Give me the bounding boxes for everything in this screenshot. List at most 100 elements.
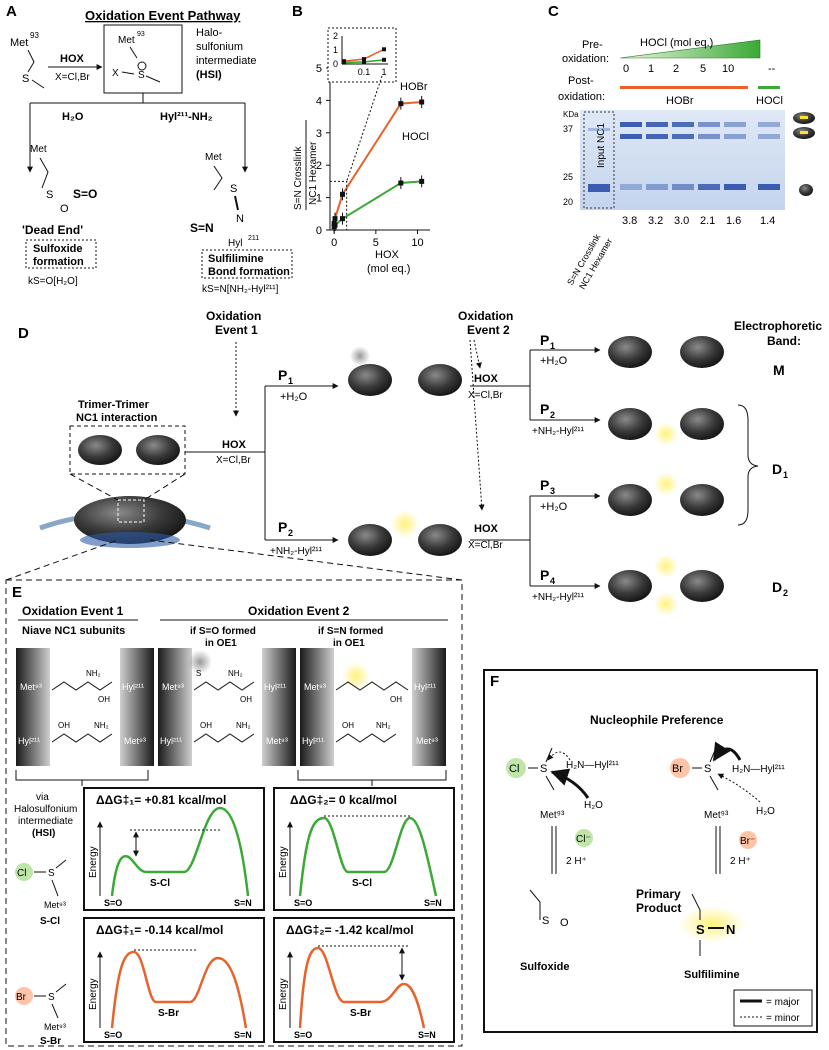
dg1-cl: ΔΔG‡₁= +0.81 kcal/mol bbox=[96, 793, 226, 807]
f-2h-cl: 2 H⁺ bbox=[566, 856, 587, 867]
f-bromine-icon bbox=[670, 758, 690, 778]
panel-e: E Oxidation Event 1 Oxidation Event 2 Ni… bbox=[5, 539, 463, 1047]
f-s-br: S bbox=[704, 763, 711, 775]
hox-label: HOX bbox=[60, 53, 85, 65]
f-sulfilimine-chain bbox=[691, 893, 701, 956]
oe1-label-1: Oxidation bbox=[206, 309, 261, 323]
intermediate-2-right-icon bbox=[418, 524, 462, 556]
c-band-monomer-3 bbox=[698, 184, 720, 190]
subunit-icon-right bbox=[136, 435, 180, 465]
hsi-abbr: (HSI) bbox=[196, 69, 222, 81]
sulfoxide-box-line1: Sulfoxide bbox=[33, 243, 83, 255]
b-xtick-label-2: 10 bbox=[411, 237, 423, 249]
panel-f-box bbox=[483, 669, 818, 1033]
p1b-h2o: +H₂O bbox=[540, 355, 568, 367]
panel-letter-f: F bbox=[490, 673, 499, 690]
d-x-3: X=Cl,Br bbox=[468, 540, 503, 551]
b-ytick-label-2: 2 bbox=[316, 160, 322, 172]
band-m: M bbox=[773, 362, 785, 378]
c-gel-bands bbox=[588, 122, 780, 192]
e-sbr-met: Met⁹³ bbox=[44, 1022, 66, 1032]
p3-label: P bbox=[540, 477, 549, 493]
b-xlabel-1: HOX bbox=[375, 249, 400, 261]
e-met-4: Met⁹³ bbox=[266, 736, 288, 746]
p2-nh2hyl: +NH₂-Hyl²¹¹ bbox=[270, 546, 323, 557]
b-xlabel-2: (mol eq.) bbox=[367, 263, 410, 275]
b-xtick-label-0: 0 bbox=[331, 237, 337, 249]
e-so-4: S=O bbox=[294, 1030, 312, 1040]
hsi-bonds bbox=[121, 71, 161, 83]
p1-sub: 1 bbox=[288, 376, 293, 386]
panel-f: F Nucleophile Preference Cl S H₂N—Hyl²¹¹… bbox=[483, 669, 818, 1033]
panel-letter-a: A bbox=[6, 3, 17, 20]
sulfilimine-hyl-num: 211 bbox=[248, 235, 259, 242]
sulfoxide-s: S bbox=[46, 189, 53, 201]
sn-label: S=N bbox=[190, 221, 214, 235]
hexamer-structure-icon bbox=[74, 496, 186, 544]
energy-box-br-2: ΔΔG‡₂= -1.42 kcal/mol Energy S=O S-Br S=… bbox=[273, 917, 455, 1043]
met-label: Met bbox=[10, 37, 28, 49]
c-lane-4: 10 bbox=[722, 63, 734, 75]
e-via-3: intermediate bbox=[18, 816, 73, 827]
sulfoxide-chain bbox=[39, 157, 49, 189]
e-sbr-label: S-Br bbox=[40, 1036, 61, 1047]
c-band-hexamer-2 bbox=[672, 122, 694, 127]
e-sn-1: S=N bbox=[234, 898, 252, 908]
b-inset-ytick-1: 1 bbox=[333, 45, 338, 55]
f-2h-br: 2 H⁺ bbox=[730, 856, 751, 867]
dg1-br: ΔΔG‡₁= -0.14 kcal/mol bbox=[96, 923, 223, 937]
p4-sub: 4 bbox=[550, 576, 555, 586]
b-inset-point-1-2 bbox=[382, 57, 386, 62]
oe2-label-1: Oxidation bbox=[458, 309, 513, 323]
c-input-label: Input NC1 bbox=[596, 123, 607, 168]
e-ifsn-1: if S=N formed bbox=[318, 626, 383, 637]
sulfilimine-box-line1: Sulfilimine bbox=[208, 253, 264, 265]
f-sulfilimine-label: Sulfilimine bbox=[684, 969, 740, 981]
e-sn-3: S=N bbox=[234, 1030, 252, 1040]
f-h2o-br: H₂O bbox=[756, 806, 775, 817]
panel-c: C Pre- oxidation: HOCl (mol eq.) 0 1 2 5… bbox=[548, 3, 815, 291]
oe2-arrow-b bbox=[469, 339, 485, 511]
e-hyl-5: Hyl²¹¹ bbox=[414, 682, 436, 692]
b-ytick-label-5: 5 bbox=[316, 63, 322, 75]
b-ytick-label-4: 4 bbox=[316, 95, 322, 107]
energy-box-cl-2: ΔΔG‡₂= 0 kcal/mol Energy S=O S-Cl S=N bbox=[273, 787, 455, 911]
e-ifso-2: in OE1 bbox=[205, 638, 237, 649]
f-chlorine-icon bbox=[506, 758, 526, 778]
crosslink-mark-icon-2 bbox=[800, 131, 808, 134]
b-ytick-label-3: 3 bbox=[316, 128, 322, 140]
e-ifsn-2: in OE1 bbox=[333, 638, 365, 649]
e-so-1: S=O bbox=[104, 898, 122, 908]
e-hyl-3: Hyl²¹¹ bbox=[264, 682, 286, 692]
f-primary-1: Primary bbox=[636, 887, 681, 901]
f-br-double-arrow bbox=[715, 826, 721, 874]
hexamer-base-icon bbox=[80, 532, 180, 548]
energy-curve-1 bbox=[110, 806, 250, 897]
hox-x: X=Cl,Br bbox=[55, 72, 90, 83]
sulfoxide-met: Met bbox=[30, 144, 47, 155]
bromine-icon bbox=[15, 987, 33, 1005]
so-label: S=O bbox=[73, 187, 97, 201]
d2-glow-top-icon bbox=[654, 554, 678, 578]
energy-box-br-1: ΔΔG‡₁= -0.14 kcal/mol Energy S=O S-Br S=… bbox=[83, 917, 265, 1043]
e-met-1: Met⁹³ bbox=[20, 682, 42, 692]
panel-e-zoom-lines bbox=[5, 539, 463, 581]
p4-nh2hyl: +NH₂-Hyl²¹¹ bbox=[532, 592, 585, 603]
c-kda: KDa bbox=[563, 110, 579, 119]
e-bar-3l bbox=[300, 648, 334, 766]
hsi-text-3: intermediate bbox=[196, 55, 257, 67]
b-label-hobr: HOBr bbox=[400, 81, 428, 93]
c-band-dimer-1 bbox=[646, 134, 668, 139]
e-naive: Niave NC1 subunits bbox=[22, 625, 125, 637]
c-post-2: oxidation: bbox=[558, 91, 605, 103]
product-d1a-right-icon bbox=[680, 408, 724, 440]
d-hox-1: HOX bbox=[222, 439, 247, 451]
product-m-right-icon bbox=[680, 336, 724, 368]
oe1-branch-lines bbox=[185, 385, 325, 541]
p2b-nh2hyl: +NH₂-Hyl²¹¹ bbox=[532, 426, 585, 437]
e-bar-1r bbox=[120, 648, 154, 766]
sulfilimine-chain bbox=[213, 165, 223, 191]
band-d2: D bbox=[772, 579, 782, 595]
